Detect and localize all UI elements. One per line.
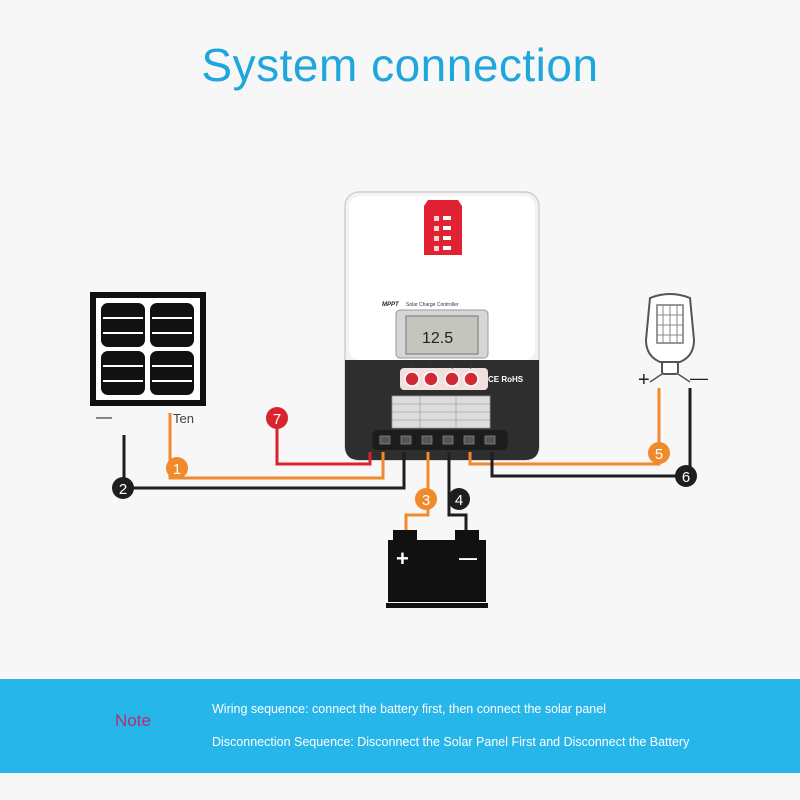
wiring-sequence-text: Wiring sequence: connect the battery fir… <box>212 702 606 716</box>
step-marker-2: 2 <box>112 477 134 499</box>
svg-text:2: 2 <box>119 481 127 498</box>
wires <box>122 388 692 538</box>
step-marker-1: 1 <box>166 457 188 479</box>
step-marker-3: 3 <box>415 488 437 510</box>
note-banner <box>0 679 800 773</box>
page-title: System connection <box>201 39 599 91</box>
lcd-readout: 12.5 <box>422 330 453 347</box>
charge-controller <box>344 191 540 461</box>
svg-text:1: 1 <box>173 461 181 478</box>
step-marker-4: 4 <box>448 488 470 510</box>
certification-marks: CE RoHS <box>488 375 524 384</box>
svg-text:4: 4 <box>455 492 463 509</box>
controller-brand: MPPT <box>382 302 400 308</box>
controller-subtitle: Solar Charge Controller <box>406 302 459 308</box>
step-marker-5: 5 <box>648 442 670 464</box>
solar-panel <box>90 292 206 406</box>
load-plus-label: + <box>638 369 650 391</box>
svg-text:5: 5 <box>655 446 663 463</box>
lamp-icon <box>644 293 696 383</box>
note-label: Note <box>115 711 151 730</box>
battery-plus-label: + <box>396 546 409 571</box>
disconnection-sequence-text: Disconnection Sequence: Disconnect the S… <box>212 735 690 749</box>
svg-text:6: 6 <box>682 469 690 486</box>
panel-plus-label: Ten <box>173 411 194 426</box>
step-marker-7: 7 <box>266 407 288 429</box>
panel-minus-label: — <box>96 409 112 426</box>
step-marker-6: 6 <box>675 465 697 487</box>
svg-text:3: 3 <box>422 492 430 509</box>
load-minus-label: — <box>690 368 708 388</box>
battery-icon <box>386 530 488 608</box>
battery-minus-label: — <box>459 548 477 568</box>
svg-text:7: 7 <box>273 411 281 428</box>
